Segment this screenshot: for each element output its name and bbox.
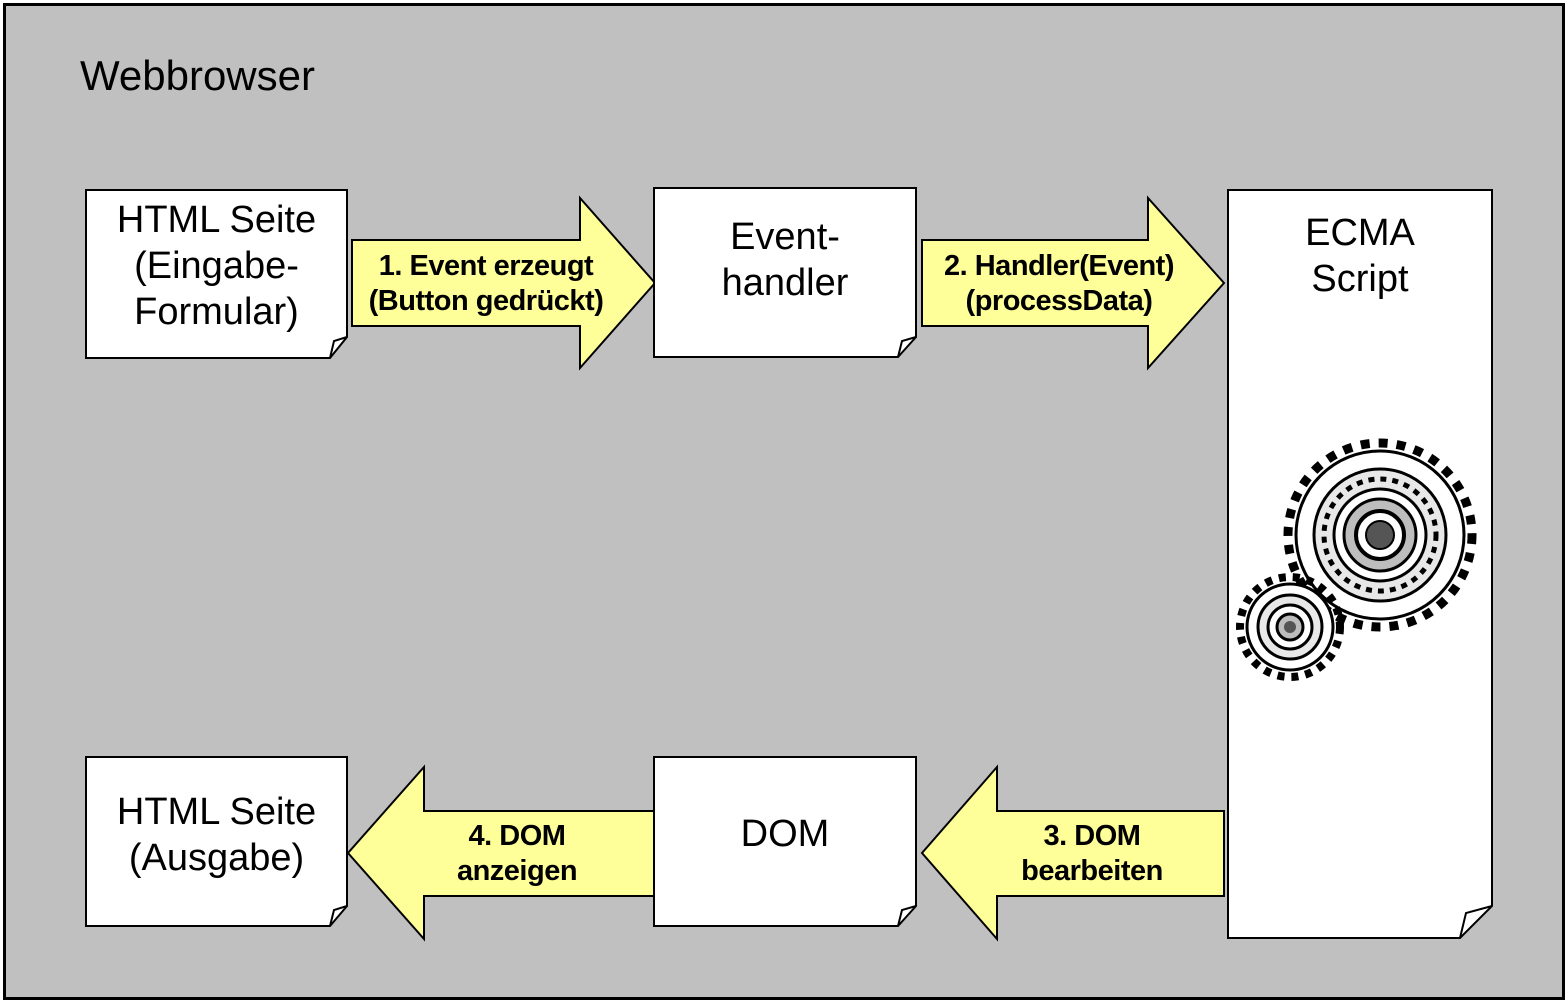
page-fold-corner bbox=[897, 905, 917, 927]
html-output-page bbox=[85, 756, 348, 927]
arrow-handler-event-label: 2. Handler(Event) (processData) bbox=[944, 250, 1175, 317]
arrow-dom-edit-label: 3. DOM bearbeiten bbox=[1021, 820, 1163, 887]
html-output-label: HTML Seite (Ausgabe) bbox=[116, 791, 317, 879]
arrow-event-created bbox=[351, 195, 657, 371]
html-input-label: HTML Seite (Eingabe- Formular) bbox=[116, 199, 317, 333]
arrow-handler-event bbox=[921, 195, 1226, 371]
gears-icon bbox=[1236, 438, 1477, 681]
page-fold-corner bbox=[329, 336, 348, 359]
html-input-page bbox=[85, 189, 348, 359]
dom-page bbox=[653, 756, 917, 927]
page-fold-corner bbox=[329, 905, 348, 927]
page-fold-corner bbox=[1459, 905, 1493, 939]
page-fold-corner bbox=[897, 336, 917, 358]
arrow-dom-display-label: 4. DOM anzeigen bbox=[456, 820, 578, 887]
ecma-script-label: ECMA Script bbox=[1305, 212, 1415, 300]
event-handler-label: Event- handler bbox=[721, 216, 849, 304]
arrow-dom-display bbox=[346, 764, 655, 942]
arrow-dom-edit bbox=[920, 764, 1225, 942]
dom-label: DOM bbox=[740, 813, 830, 855]
event-handler-page bbox=[653, 187, 917, 358]
arrow-event-created-label: 1. Event erzeugt (Button gedrückt) bbox=[368, 250, 604, 317]
webbrowser-title: Webbrowser bbox=[80, 52, 315, 99]
